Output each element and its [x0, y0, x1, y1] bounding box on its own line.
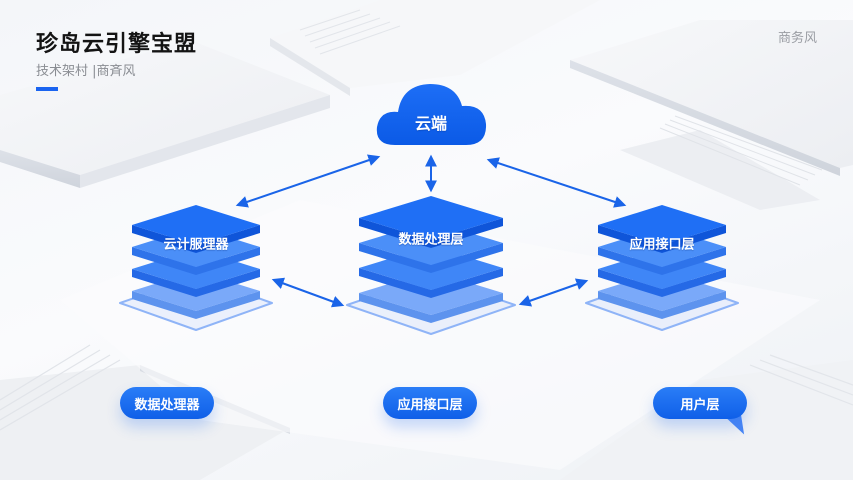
stack-center[interactable]	[346, 196, 516, 335]
stack-layer-side	[598, 247, 726, 275]
stack-label-center: 数据处理层	[398, 232, 464, 248]
pill-app-interface[interactable]: 应用接口层	[383, 387, 477, 419]
stack-layer-side	[598, 225, 726, 253]
stack-right[interactable]	[585, 205, 739, 331]
cloud-label: 云端	[414, 114, 448, 133]
stack-layer-top	[132, 205, 260, 245]
stack-layer-side	[132, 225, 260, 253]
stack-left[interactable]	[119, 205, 273, 331]
connection-arrows	[235, 154, 627, 308]
stack-layer-top	[359, 196, 503, 240]
cloud-node[interactable]	[376, 84, 487, 145]
stack-layer-side	[132, 291, 260, 319]
stack-layer-side	[359, 293, 503, 323]
stack-layer-side	[132, 247, 260, 275]
stack-layer-side	[359, 268, 503, 298]
pill-data-processor[interactable]: 数据处理器	[120, 387, 214, 419]
stack-layer-top	[598, 205, 726, 245]
stack-label-right: 应用接口层	[629, 237, 695, 253]
bg-slab-left	[0, 40, 330, 188]
stack-layer-side	[132, 269, 260, 297]
arrow-center-right	[518, 278, 589, 307]
style-tag: 商务风	[778, 31, 818, 46]
stack-label-left: 云计服理器	[163, 237, 229, 253]
page-subtitle: 技术架村 |商斉风	[36, 64, 136, 79]
arrow-cloud-right	[486, 157, 627, 208]
bg-slab-bottom-right	[560, 354, 853, 480]
stack-layer-side	[359, 218, 503, 248]
arrow-left-center	[271, 277, 345, 308]
arrow-cloud-left	[235, 154, 381, 208]
stack-layer-side	[359, 243, 503, 273]
bg-slab-top	[270, 0, 600, 96]
title-accent-bar	[36, 87, 58, 91]
pill-user-layer[interactable]: 用户层	[653, 387, 747, 419]
bg-slab-right	[570, 20, 853, 210]
page-title: 珍岛云引擎宝盟	[36, 32, 198, 57]
stack-layer-side	[598, 291, 726, 319]
cloud-icon	[376, 84, 487, 145]
stack-layer-side	[598, 269, 726, 297]
